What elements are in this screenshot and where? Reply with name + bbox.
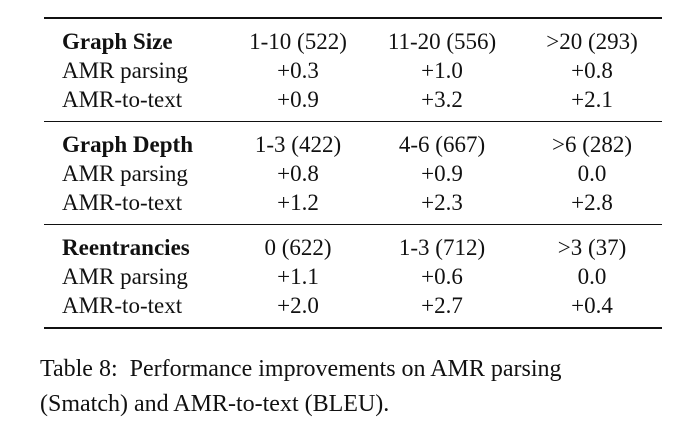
table-bottom-rule bbox=[44, 327, 662, 329]
table-row: AMR-to-text +2.0 +2.7 +0.4 bbox=[44, 291, 662, 320]
header-cell: 11-20 (556) bbox=[387, 29, 497, 54]
group-header-label: Reentrancies bbox=[62, 235, 190, 260]
row-label: AMR-to-text bbox=[62, 293, 183, 318]
header-cell: 0 (622) bbox=[264, 235, 332, 260]
caption-line-2: (Smatch) and AMR-to-text (BLEU). bbox=[40, 391, 390, 417]
table-cell: +0.9 bbox=[277, 87, 319, 112]
table-cell: +2.3 bbox=[421, 190, 463, 215]
table-group-graph-size: Graph Size 1-10 (522) 11-20 (556) >20 (2… bbox=[44, 19, 662, 121]
table-cell: 0.0 bbox=[577, 161, 607, 186]
table-group-graph-depth: Graph Depth 1-3 (422) 4-6 (667) >6 (282)… bbox=[44, 122, 662, 224]
table-cell: +2.8 bbox=[571, 190, 613, 215]
table-row: AMR parsing +0.8 +0.9 0.0 bbox=[44, 159, 662, 188]
header-cell: >20 (293) bbox=[546, 29, 638, 54]
table-cell: +0.8 bbox=[571, 58, 613, 83]
table-row: AMR parsing +1.1 +0.6 0.0 bbox=[44, 262, 662, 291]
results-table: Graph Size 1-10 (522) 11-20 (556) >20 (2… bbox=[44, 17, 662, 329]
header-cell: >3 (37) bbox=[557, 235, 627, 260]
table-cell: +0.8 bbox=[277, 161, 319, 186]
table-row: AMR-to-text +0.9 +3.2 +2.1 bbox=[44, 85, 662, 114]
caption-line-1: Table 8: Performance improvements on AMR… bbox=[40, 356, 562, 382]
group-header-label: Graph Depth bbox=[62, 132, 193, 157]
row-label: AMR parsing bbox=[62, 58, 188, 83]
table-cell: +1.1 bbox=[277, 264, 319, 289]
table-cell: +1.2 bbox=[277, 190, 319, 215]
table-mid-rule bbox=[44, 224, 662, 225]
table-cell: +0.9 bbox=[421, 161, 463, 186]
header-cell: 1-3 (712) bbox=[398, 235, 486, 260]
header-cell: 4-6 (667) bbox=[398, 132, 486, 157]
group-header-label: Graph Size bbox=[62, 29, 173, 54]
row-label: AMR parsing bbox=[62, 161, 188, 186]
table-caption: Table 8: Performance improvements on AMR… bbox=[40, 352, 670, 422]
row-label: AMR-to-text bbox=[62, 87, 183, 112]
table-cell: +2.1 bbox=[571, 87, 613, 112]
table-cell: +0.6 bbox=[421, 264, 463, 289]
table-group-reentrancies: Reentrancies 0 (622) 1-3 (712) >3 (37) A… bbox=[44, 225, 662, 327]
header-cell: 1-10 (522) bbox=[249, 29, 347, 54]
table-cell: +1.0 bbox=[421, 58, 463, 83]
table-row: AMR parsing +0.3 +1.0 +0.8 bbox=[44, 56, 662, 85]
table-cell: +0.3 bbox=[277, 58, 319, 83]
table-cell: +0.4 bbox=[571, 293, 613, 318]
row-label: AMR-to-text bbox=[62, 190, 183, 215]
table-header-row: Graph Depth 1-3 (422) 4-6 (667) >6 (282) bbox=[44, 130, 662, 159]
table-cell: +2.7 bbox=[421, 293, 463, 318]
table-cell: +2.0 bbox=[277, 293, 319, 318]
table-header-row: Reentrancies 0 (622) 1-3 (712) >3 (37) bbox=[44, 233, 662, 262]
row-label: AMR parsing bbox=[62, 264, 188, 289]
table-mid-rule bbox=[44, 121, 662, 122]
header-cell: >6 (282) bbox=[551, 132, 633, 157]
header-cell: 1-3 (422) bbox=[254, 132, 342, 157]
table-top-rule bbox=[44, 17, 662, 19]
table-cell: +3.2 bbox=[421, 87, 463, 112]
table-cell: 0.0 bbox=[577, 264, 607, 289]
table-row: AMR-to-text +1.2 +2.3 +2.8 bbox=[44, 188, 662, 217]
table-header-row: Graph Size 1-10 (522) 11-20 (556) >20 (2… bbox=[44, 27, 662, 56]
